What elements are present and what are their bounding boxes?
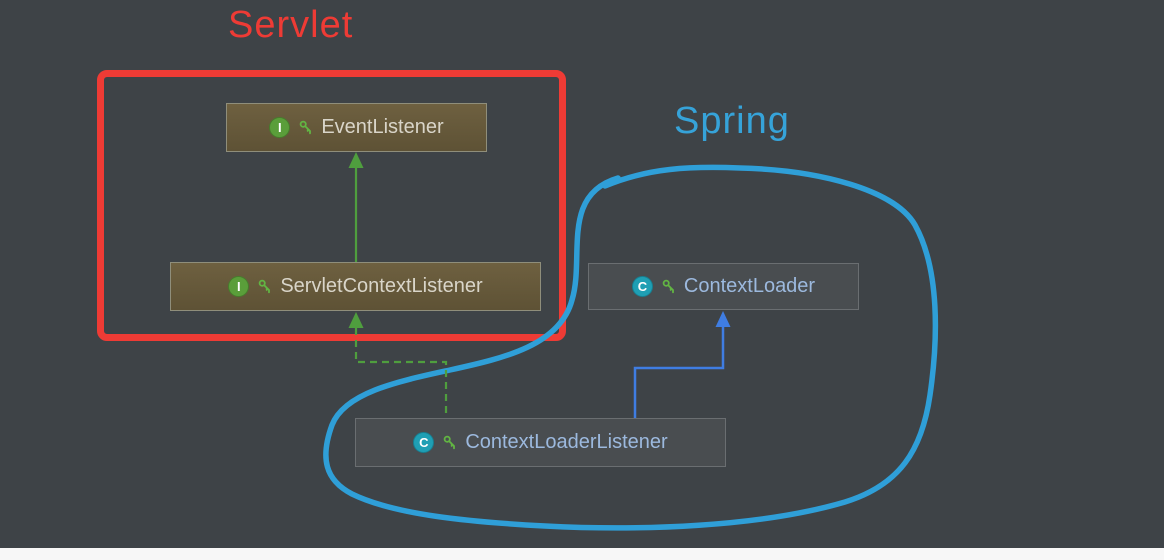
class-icon: C xyxy=(413,432,435,453)
bottom-strip xyxy=(0,548,1164,560)
key-icon xyxy=(259,279,271,294)
class-icon: C xyxy=(631,276,653,297)
node-servletcontextlistener[interactable]: I ServletContextListener xyxy=(170,262,541,311)
key-icon xyxy=(300,120,312,135)
key-icon xyxy=(444,435,456,450)
node-eventlistener[interactable]: I EventListener xyxy=(226,103,487,152)
servlet-annotation-label: Servlet xyxy=(228,4,354,46)
spring-annotation-label: Spring xyxy=(674,100,790,142)
node-contextloaderlistener[interactable]: C ContextLoaderListener xyxy=(355,418,726,467)
node-label: ServletContextListener xyxy=(280,275,483,297)
interface-icon: I xyxy=(269,117,291,138)
node-label: ContextLoaderListener xyxy=(465,431,668,453)
interface-icon: I xyxy=(228,276,250,297)
node-label: EventListener xyxy=(321,116,444,138)
key-icon xyxy=(662,279,674,294)
node-label: ContextLoader xyxy=(683,275,816,297)
edge-contextloaderlistener-extends-contextloader[interactable] xyxy=(633,311,731,418)
node-contextloader[interactable]: C ContextLoader xyxy=(588,263,859,310)
